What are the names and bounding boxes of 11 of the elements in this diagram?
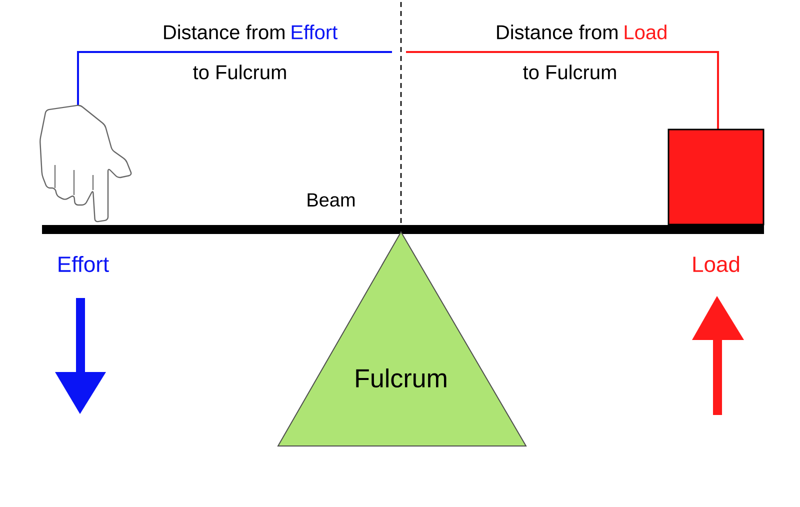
- dimension-label: to Fulcrum: [523, 64, 616, 80]
- dimension-label: Load: [624, 24, 666, 40]
- dimension-label: Distance from: [164, 24, 284, 40]
- load-box: [668, 128, 764, 226]
- beam-label: Beam: [308, 193, 355, 207]
- hand-drawing: [40, 104, 132, 222]
- force-label: Effort: [58, 256, 109, 272]
- dimension-label: to Fulcrum: [193, 64, 286, 80]
- dimension-label: Effort: [292, 24, 338, 40]
- dimension-label: Distance from: [497, 24, 618, 40]
- force-label: Load: [693, 256, 740, 272]
